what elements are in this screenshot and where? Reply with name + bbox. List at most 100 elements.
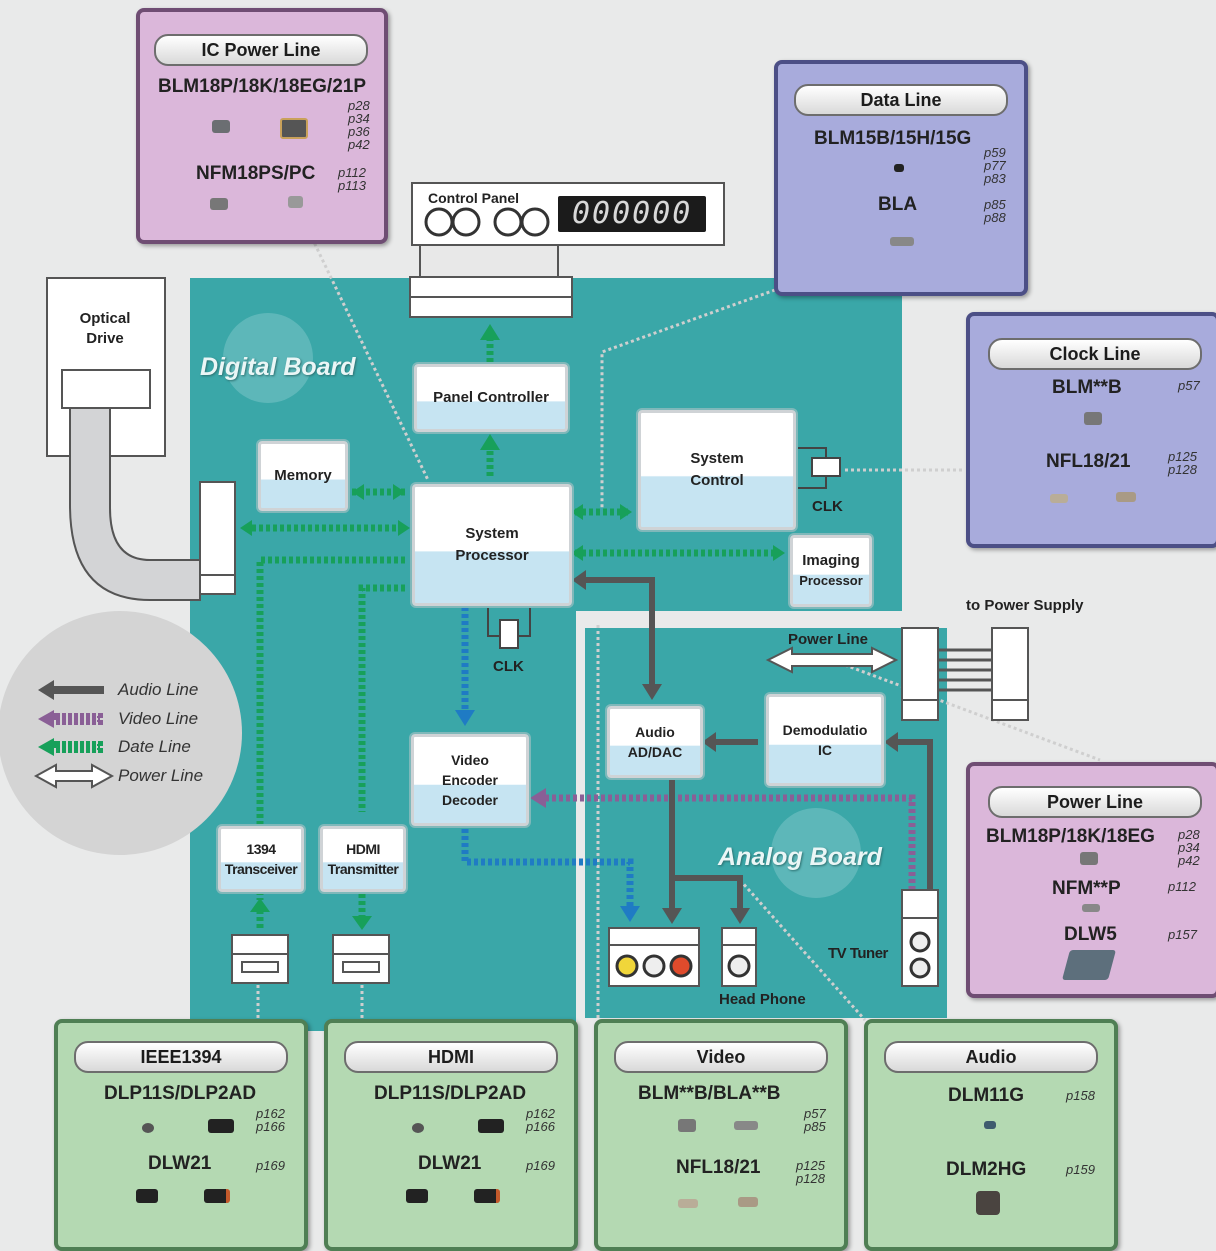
clk-label-control: CLK bbox=[812, 498, 843, 515]
ieee1394-part-1: DLP11S/DLP2AD bbox=[104, 1083, 256, 1105]
component-chip-icon bbox=[734, 1121, 758, 1130]
panel-controller-block: Panel Controller bbox=[414, 364, 568, 432]
legend-audio-line: Audio Line bbox=[118, 680, 198, 700]
component-chip-icon bbox=[474, 1189, 500, 1203]
head-phone-label: Head Phone bbox=[719, 991, 806, 1008]
power-line-device-label: Power Line bbox=[788, 631, 868, 648]
component-chip-icon bbox=[142, 1123, 154, 1133]
tv-tuner-label: TV Tuner bbox=[828, 945, 888, 962]
power-line-title: Power Line bbox=[988, 786, 1202, 818]
video-title: Video bbox=[614, 1041, 828, 1073]
ieee1394-title: IEEE1394 bbox=[74, 1041, 288, 1073]
legend-video-line: Video Line bbox=[118, 709, 198, 729]
audio-pages-1: p158 bbox=[1066, 1089, 1095, 1102]
component-chip-icon bbox=[288, 196, 303, 208]
component-chip-icon bbox=[406, 1189, 428, 1203]
data-line-part-1: BLM15B/15H/15G bbox=[814, 128, 971, 150]
component-chip-icon bbox=[976, 1191, 1000, 1215]
audio-part-2: DLM2HG bbox=[946, 1159, 1026, 1181]
power-line-pages-3: p157 bbox=[1168, 928, 1197, 941]
hdmi-title: HDMI bbox=[344, 1041, 558, 1073]
component-chip-icon bbox=[478, 1119, 504, 1133]
power-line-pages-2: p112 bbox=[1168, 880, 1196, 893]
component-chip-icon bbox=[1116, 492, 1136, 502]
ic-power-part-1: BLM18P/18K/18EG/21P bbox=[146, 76, 378, 98]
control-panel-display: 000000 bbox=[572, 198, 692, 230]
power-line-part-1: BLM18P/18K/18EG bbox=[986, 826, 1155, 848]
component-chip-icon bbox=[894, 164, 904, 172]
hdmi-part-1: DLP11S/DLP2AD bbox=[374, 1083, 526, 1105]
legend-power-line: Power Line bbox=[118, 766, 203, 786]
component-chip-icon bbox=[678, 1199, 698, 1208]
component-chip-icon bbox=[1062, 950, 1116, 980]
digital-board-label: Digital Board bbox=[200, 353, 356, 382]
audio-panel: Audio DLM11G p158 DLM2HG p159 bbox=[864, 1019, 1118, 1251]
component-chip-icon bbox=[1082, 904, 1100, 912]
audio-part-1: DLM11G bbox=[948, 1085, 1024, 1107]
component-chip-icon bbox=[1084, 412, 1102, 425]
ieee1394-part-2: DLW21 bbox=[148, 1153, 211, 1175]
component-chip-icon bbox=[136, 1189, 158, 1203]
video-part-2: NFL18/21 bbox=[676, 1157, 760, 1179]
component-chip-icon bbox=[890, 237, 914, 246]
ic-power-part-2: NFM18PS/PC bbox=[196, 163, 315, 185]
legend-background bbox=[0, 611, 242, 855]
video-part-1: BLM**B/BLA**B bbox=[638, 1083, 781, 1105]
component-chip-icon bbox=[984, 1121, 996, 1129]
hdmi-pages-2: p169 bbox=[526, 1159, 555, 1172]
component-chip-icon bbox=[1080, 852, 1098, 865]
clock-line-part-2: NFL18/21 bbox=[1046, 451, 1130, 473]
legend-data-line: Date Line bbox=[118, 737, 191, 757]
data-line-title: Data Line bbox=[794, 84, 1008, 116]
hdmi-part-2: DLW21 bbox=[418, 1153, 481, 1175]
component-chip-icon bbox=[204, 1189, 230, 1203]
ieee1394-pages-2: p169 bbox=[256, 1159, 285, 1172]
component-chip-icon bbox=[412, 1123, 424, 1133]
clock-line-title: Clock Line bbox=[988, 338, 1202, 370]
optical-drive-label: Optical Drive bbox=[68, 309, 142, 349]
power-line-part-2: NFM**P bbox=[1052, 878, 1121, 900]
control-panel-label: Control Panel bbox=[428, 190, 519, 206]
clk-label-processor: CLK bbox=[493, 658, 524, 675]
component-chip-icon bbox=[212, 120, 230, 133]
data-line-part-2: BLA bbox=[878, 194, 917, 216]
component-chip-icon bbox=[208, 1119, 234, 1133]
ic-power-line-title: IC Power Line bbox=[154, 34, 368, 66]
component-chip-icon bbox=[1050, 494, 1068, 503]
clock-line-part-1: BLM**B bbox=[1052, 377, 1122, 399]
component-chip-icon bbox=[678, 1119, 696, 1132]
power-line-part-3: DLW5 bbox=[1064, 924, 1117, 946]
audio-pages-2: p159 bbox=[1066, 1163, 1095, 1176]
to-power-supply-label: to Power Supply bbox=[966, 597, 1084, 614]
component-chip-icon bbox=[210, 198, 228, 210]
clock-line-pages-1: p57 bbox=[1178, 379, 1200, 392]
component-chip-icon bbox=[280, 118, 308, 139]
component-chip-icon bbox=[738, 1197, 758, 1207]
analog-board-label: Analog Board bbox=[718, 843, 882, 872]
